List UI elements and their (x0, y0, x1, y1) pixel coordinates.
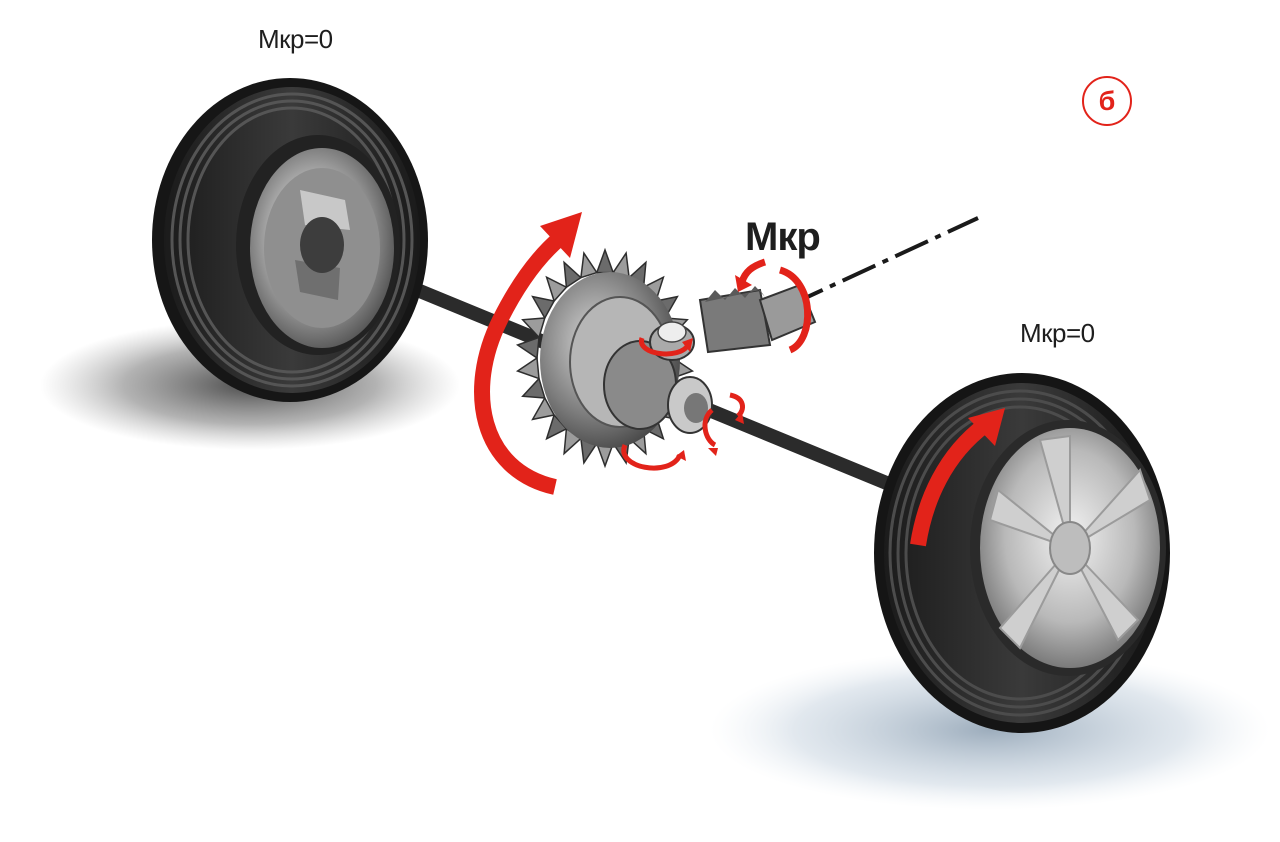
right-wheel-torque-label: Мкр=0 (1020, 318, 1095, 348)
ring-arrowhead (540, 212, 582, 258)
right-wheel-rotation-arrow-icon (910, 418, 990, 547)
ring-gear-tooth (515, 336, 540, 360)
driveshaft-centerline (789, 216, 979, 307)
input-torque-arrow-icon (778, 266, 812, 354)
ring-gear-tooth (531, 396, 556, 421)
ring-gear-tooth (521, 377, 546, 399)
right-wheel-icon (874, 373, 1170, 733)
spider-gear-arrow-icon (639, 337, 691, 357)
ring-gear-tooth (515, 356, 540, 380)
ring-gear-tooth (580, 250, 598, 279)
input-torque-label: Мкр (745, 215, 821, 259)
differential-gear-icon (515, 247, 817, 469)
ring-gear-tooth (545, 275, 568, 303)
input-torque-arrowhead (735, 275, 752, 292)
figure-badge: б (1082, 76, 1132, 126)
side-gear-arrow-right-icon (729, 392, 745, 418)
right-wheel-arrowhead (968, 408, 1005, 446)
left-wheel-torque-label: Мкр=0 (258, 24, 333, 54)
bottom-gear-arrow-icon (621, 444, 683, 471)
pinion-gear-icon (698, 283, 817, 354)
ring-rotation-arrow-icon (474, 231, 566, 495)
ring-gear-tooth (563, 260, 583, 289)
ring-gear-tooth (531, 295, 556, 320)
torque-arrows (474, 231, 812, 495)
right-wheel-shadow (710, 650, 1270, 810)
side-gear-arrow-top-icon (702, 408, 717, 448)
left-wheel-icon (152, 78, 428, 402)
ring-gear-tooth (521, 317, 546, 339)
arrowheads (540, 212, 752, 461)
ring-gear-tooth (595, 247, 615, 274)
